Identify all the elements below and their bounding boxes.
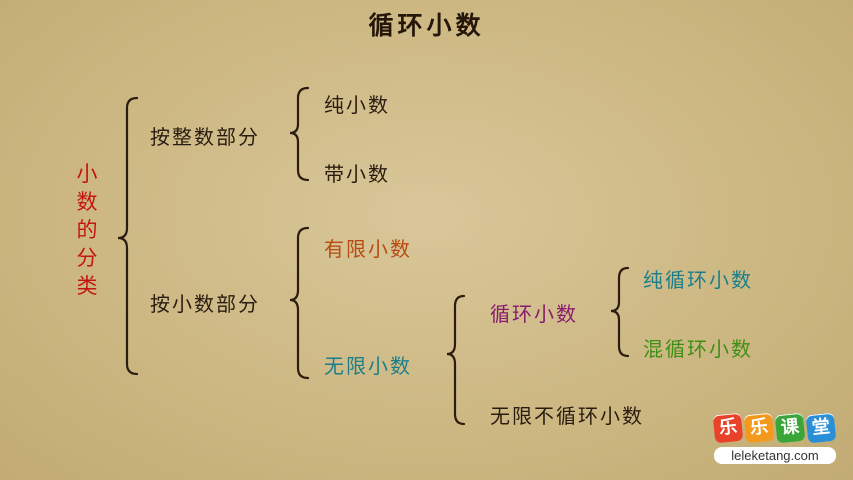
recurring-brace (610, 266, 630, 358)
logo-char-3: 课 (774, 412, 806, 444)
integer-part-brace (289, 86, 310, 182)
recurring-decimal-label: 循环小数 (490, 302, 578, 326)
leleketang-logo: 乐 乐 课 堂 leleketang.com (712, 412, 840, 466)
page-title: 循环小数 (368, 11, 485, 40)
logo-char-2: 乐 (743, 412, 775, 444)
finite-decimal-label: 有限小数 (324, 237, 412, 261)
logo-url: leleketang.com (714, 447, 836, 464)
logo-char-1: 乐 (712, 412, 744, 444)
mixed-recurring-label: 混循环小数 (643, 337, 753, 361)
infinite-decimal-label: 无限小数 (324, 354, 412, 378)
logo-char-4: 堂 (805, 412, 837, 444)
infinite-brace (446, 294, 466, 426)
decimal-part-brace (289, 226, 310, 380)
by-integer-part-label: 按整数部分 (150, 125, 260, 149)
root-node-label: 小数的分类 (76, 162, 100, 298)
pure-decimal-label: 纯小数 (324, 93, 390, 117)
root-brace (117, 96, 139, 376)
mixed-decimal-label: 带小数 (324, 162, 390, 186)
non-recurring-decimal-label: 无限不循环小数 (490, 404, 644, 428)
by-decimal-part-label: 按小数部分 (150, 292, 260, 316)
pure-recurring-label: 纯循环小数 (643, 268, 753, 292)
